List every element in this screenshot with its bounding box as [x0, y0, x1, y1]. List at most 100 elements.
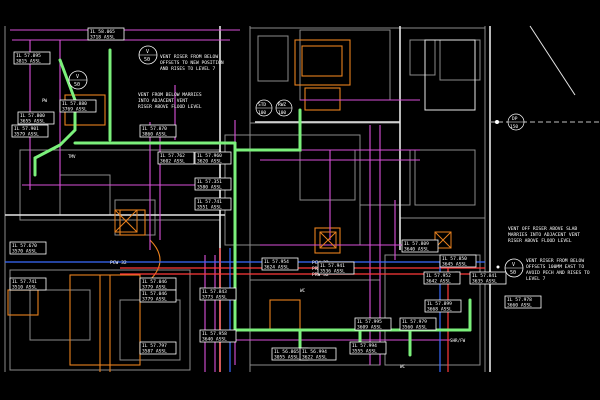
- tag-std-label: STD: [258, 102, 266, 108]
- invert-level-value: IL 57.899: [427, 301, 452, 307]
- invert-level-asl: 3579 ASSL: [14, 132, 39, 138]
- invert-level-asl: 3779 ASSL: [142, 297, 167, 303]
- invert-level-value: IL 57.941: [320, 263, 345, 269]
- riser-symbols: V 50 V 50 V 50: [68, 45, 524, 278]
- invert-level-asl: 3640 ASSL: [404, 247, 429, 253]
- invert-level-asl: 3555 ASSL: [352, 349, 377, 355]
- invert-level-asl: 3609 ASSL: [357, 325, 382, 331]
- invert-level-asl: 3769 ASSL: [62, 107, 87, 113]
- invert-level-value: IL 57.741: [12, 279, 37, 285]
- invert-level-value: IL 57.843: [202, 289, 227, 295]
- tag-dp-label: DP: [512, 116, 518, 122]
- invert-level-value: IL 57.958: [202, 331, 227, 337]
- invert-level-value: IL 58.065: [90, 29, 115, 35]
- tag-rwz-value: 100: [278, 110, 286, 116]
- invert-level-value: IL 57.762: [160, 153, 185, 159]
- invert-level-asl: 3815 ASSL: [16, 59, 41, 65]
- invert-level-asl: 3635 ASSL: [472, 279, 497, 285]
- invert-level-asl: 3640 ASSL: [202, 337, 227, 343]
- invert-level-asl: 3510 ASSL: [12, 285, 37, 291]
- tag-std: STD 100: [255, 99, 273, 117]
- riser-symbol-top: V: [76, 74, 79, 80]
- invert-level-value: IL 57.870: [142, 126, 167, 132]
- tag-rwz-label: RWZ: [278, 102, 286, 108]
- riser-symbol-bottom: 50: [74, 82, 80, 88]
- invert-level-asl: 3622 ASSL: [302, 355, 327, 361]
- invert-level-value: IL 57.978: [507, 297, 532, 303]
- invert-level-value: IL 57.046: [142, 279, 167, 285]
- tag-tmv: TMV: [68, 154, 76, 159]
- riser-symbol-top: V: [512, 262, 515, 268]
- invert-level-value: IL 57.880: [62, 101, 87, 107]
- tag-wc-2: WC: [400, 364, 406, 369]
- invert-level-value: IL 56.865: [274, 349, 299, 355]
- invert-level-value: IL 57.046: [142, 291, 167, 297]
- invert-level-asl: 3560 ASSL: [402, 325, 427, 331]
- riser-symbol: V 50: [68, 70, 88, 90]
- invert-level-asl: 3551 ASSL: [197, 205, 222, 211]
- riser-symbol-bottom: 50: [144, 57, 150, 63]
- invert-level-asl: 3660 ASSL: [507, 303, 532, 309]
- invert-level-asl: 3860 ASSL: [142, 132, 167, 138]
- tag-std-value: 100: [258, 110, 266, 116]
- invert-level-asl: 3655 ASSL: [20, 119, 45, 125]
- invert-level-value: IL 57.741: [197, 199, 222, 205]
- tag-dp: DP 150: [507, 113, 525, 131]
- invert-level-asl: 3668 ASSL: [427, 307, 452, 313]
- floor-drains: [114, 209, 452, 249]
- pipe-label-prw-lower: PRW 32: [312, 272, 329, 278]
- invert-level-asl: 3602 ASSL: [160, 159, 185, 165]
- gridline-markers: [495, 120, 500, 269]
- invert-level-value: IL 57.351: [197, 179, 222, 185]
- invert-level-value: IL 57.952: [426, 273, 451, 279]
- invert-level-asl: 3773 ASSL: [202, 295, 227, 301]
- invert-level-asl: 3587 ASSL: [142, 349, 167, 355]
- invert-level-asl: 3536 ASSL: [320, 269, 345, 275]
- invert-level-asl: 3645 ASSL: [442, 262, 467, 268]
- invert-level-value: IL 57.670: [12, 243, 37, 249]
- invert-level-value: IL 57.895: [16, 53, 41, 59]
- tag-wc: WC: [300, 288, 306, 293]
- tag-pw: PW: [42, 98, 48, 103]
- riser-symbol: V 50: [138, 45, 158, 65]
- invert-level-value: IL 57.960: [197, 153, 222, 159]
- riser-symbol: V 50: [504, 258, 524, 278]
- tag-dp-value: 150: [510, 124, 518, 130]
- invert-level-asl: 3779 ASSL: [142, 285, 167, 291]
- invert-level-value: IL 57.809: [404, 241, 429, 247]
- invert-level-value: IL 57.797: [142, 343, 167, 349]
- invert-level-asl: 3055 ASSL: [274, 355, 299, 361]
- invert-level-value: IL 57.901: [14, 126, 39, 132]
